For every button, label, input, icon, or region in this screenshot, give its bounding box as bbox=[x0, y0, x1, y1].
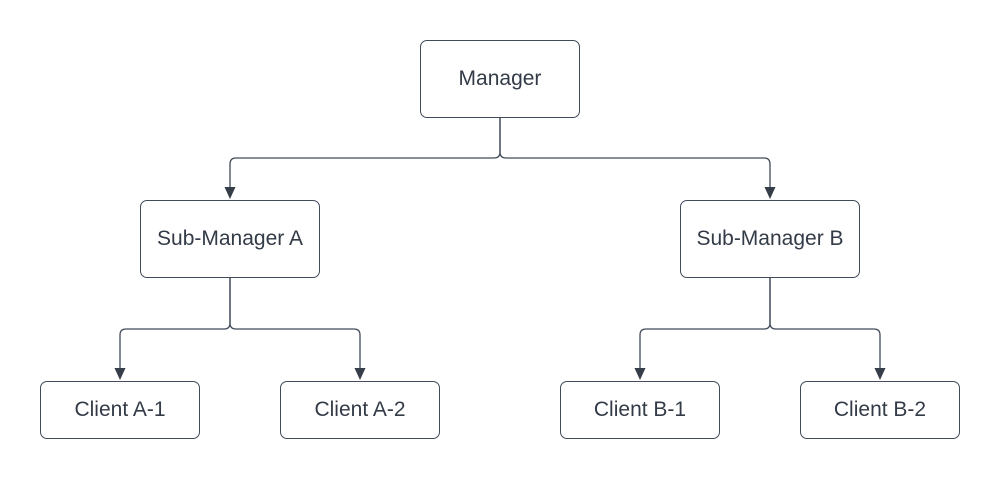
arrowhead-icon bbox=[634, 368, 646, 380]
edge-sub-manager-a-to-client-a2 bbox=[229, 278, 361, 368]
node-client-a1: Client A-1 bbox=[40, 381, 200, 439]
node-client-b2: Client B-2 bbox=[800, 381, 960, 439]
arrowhead-icon bbox=[114, 368, 126, 380]
node-label: Manager bbox=[458, 67, 542, 91]
node-label: Sub-Manager B bbox=[696, 227, 844, 251]
edge-manager-to-sub-manager-b bbox=[499, 118, 771, 187]
edge-manager-to-sub-manager-a bbox=[229, 118, 501, 187]
node-sub-manager-a: Sub-Manager A bbox=[140, 200, 320, 278]
node-sub-manager-b: Sub-Manager B bbox=[680, 200, 860, 278]
edge-sub-manager-b-to-client-b2 bbox=[769, 278, 881, 368]
arrowhead-icon bbox=[224, 187, 236, 199]
arrowhead-icon bbox=[354, 368, 366, 380]
arrowhead-icon bbox=[764, 187, 776, 199]
node-label: Client B-1 bbox=[593, 398, 687, 422]
node-label: Client B-2 bbox=[833, 398, 927, 422]
arrowhead-icon bbox=[874, 368, 886, 380]
edge-sub-manager-a-to-client-a1 bbox=[119, 278, 231, 368]
node-label: Client A-2 bbox=[314, 398, 406, 422]
node-manager: Manager bbox=[420, 40, 580, 118]
edge-sub-manager-b-to-client-b1 bbox=[639, 278, 771, 368]
node-client-b1: Client B-1 bbox=[560, 381, 720, 439]
node-client-a2: Client A-2 bbox=[280, 381, 440, 439]
node-label: Sub-Manager A bbox=[157, 227, 303, 251]
node-label: Client A-1 bbox=[74, 398, 166, 422]
